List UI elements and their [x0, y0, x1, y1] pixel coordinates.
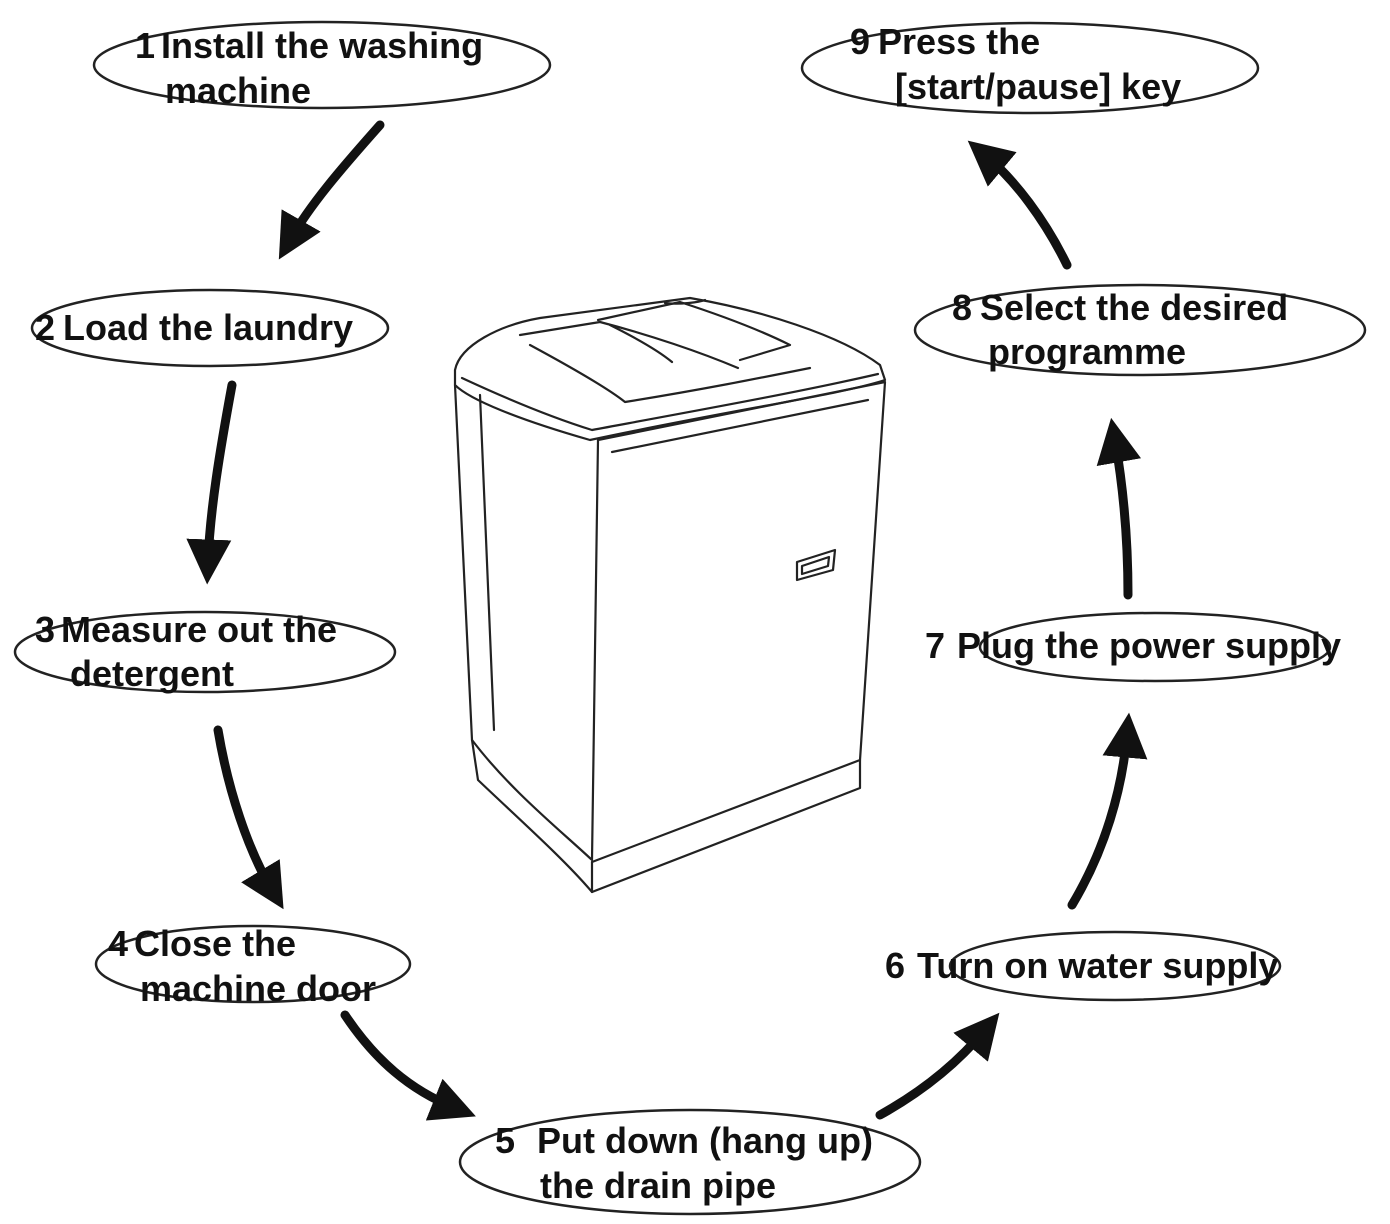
arrow-2-to-3 — [186, 380, 237, 585]
step-6-ellipse — [948, 930, 1282, 1002]
step-3-ellipse — [13, 610, 397, 694]
arrow-5-to-6 — [875, 1012, 1000, 1120]
arrow-6-to-7 — [1067, 712, 1148, 910]
arrow-3-to-4 — [213, 725, 284, 910]
arrow-1-to-2 — [278, 120, 385, 260]
step-9-ellipse — [800, 21, 1260, 115]
arrow-4-to-5 — [340, 1010, 476, 1121]
step-4-ellipse — [94, 924, 412, 1004]
step-1-ellipse — [92, 20, 552, 110]
step-8-ellipse — [913, 283, 1367, 377]
washing-machine-illustration — [453, 296, 887, 894]
arrow-7-to-8 — [1096, 417, 1142, 600]
arrow-8-to-9 — [967, 140, 1072, 270]
step-7-ellipse — [978, 611, 1332, 683]
step-5-ellipse — [458, 1108, 922, 1216]
step-2-ellipse — [30, 288, 390, 368]
